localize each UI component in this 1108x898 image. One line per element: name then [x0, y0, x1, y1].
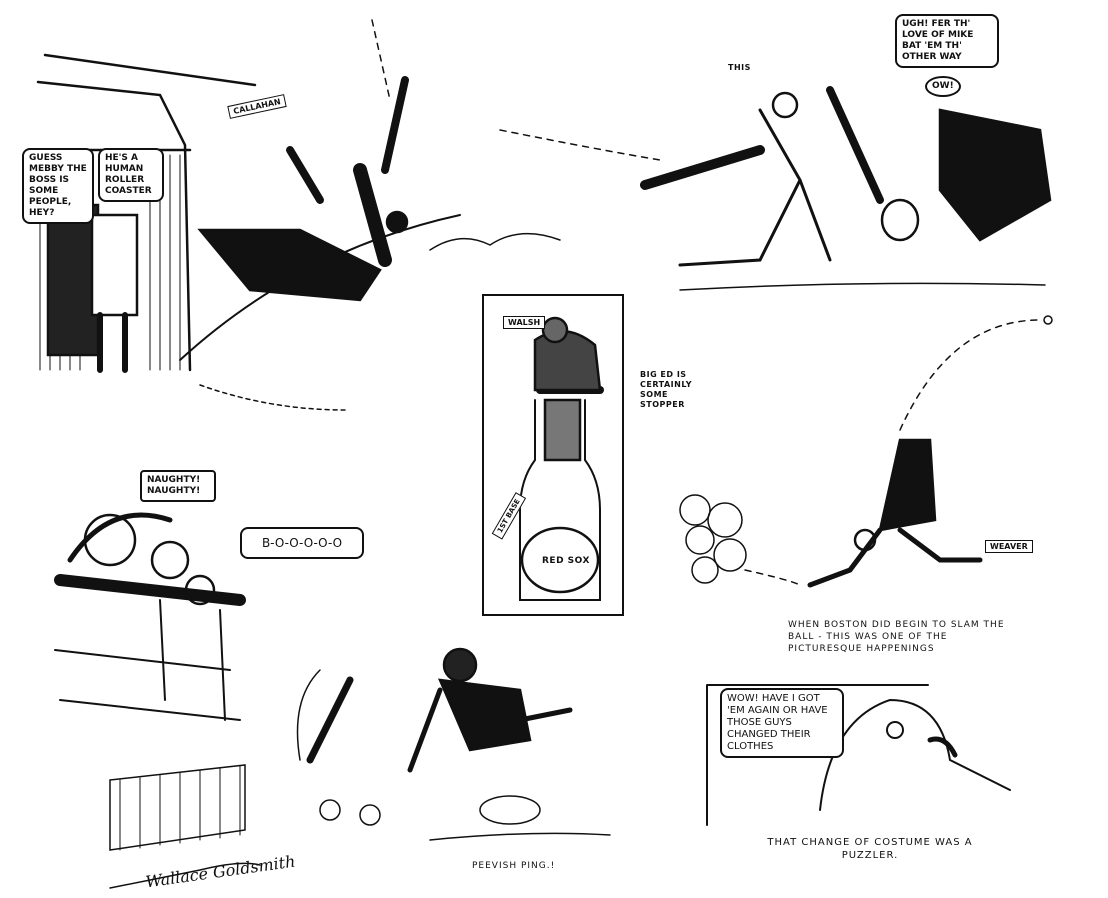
callahan-sliding-player [197, 19, 561, 302]
label-this: This [728, 63, 751, 72]
caption-peevish-ping: Peevish Ping.! [472, 861, 556, 871]
caption-costume-puzzler: That change of costume was a puzzler. [767, 837, 973, 861]
speech-bubble-naughty: Naughty! Naughty! [140, 470, 216, 502]
dugout-drawing [36, 53, 461, 411]
speech-bubble-roller-coaster: He's a human roller coaster [98, 148, 164, 202]
speech-bubble-boss: Guess mebby the boss is some people, hey… [22, 148, 94, 224]
thrown-bat-drawing [296, 669, 381, 826]
batter-drawing [499, 86, 1052, 291]
ping-player-drawing [407, 647, 611, 841]
signature-underline [109, 862, 261, 889]
speech-bubble-ugh: Ugh! Fer th' love of Mike bat 'em th' ot… [895, 14, 999, 68]
walsh-panel-frame [482, 294, 624, 616]
label-weaver: Weaver [985, 540, 1033, 553]
puzzled-man-drawing [819, 698, 1011, 811]
dust-cloud-drawing [679, 494, 801, 586]
label-walsh: Walsh [503, 316, 546, 329]
crowd-drawing [54, 512, 246, 851]
speech-bubble-wow: Wow! Have I got 'em again or have those … [720, 688, 844, 758]
caption-boston-slam: When Boston did begin to slam the ball -… [788, 620, 1005, 654]
puzzler-panel-frame [706, 684, 929, 826]
speech-bubble-ow: Ow! [925, 76, 961, 97]
speech-bubble-boo: B-o-o-o-o-o [240, 527, 364, 559]
caption-big-ed: Big Ed is certainly some stopper [640, 370, 692, 409]
weaver-drawing [807, 315, 1053, 588]
bag-red-sox: Red Sox [542, 556, 590, 566]
walsh-bottle-drawing [519, 316, 604, 601]
